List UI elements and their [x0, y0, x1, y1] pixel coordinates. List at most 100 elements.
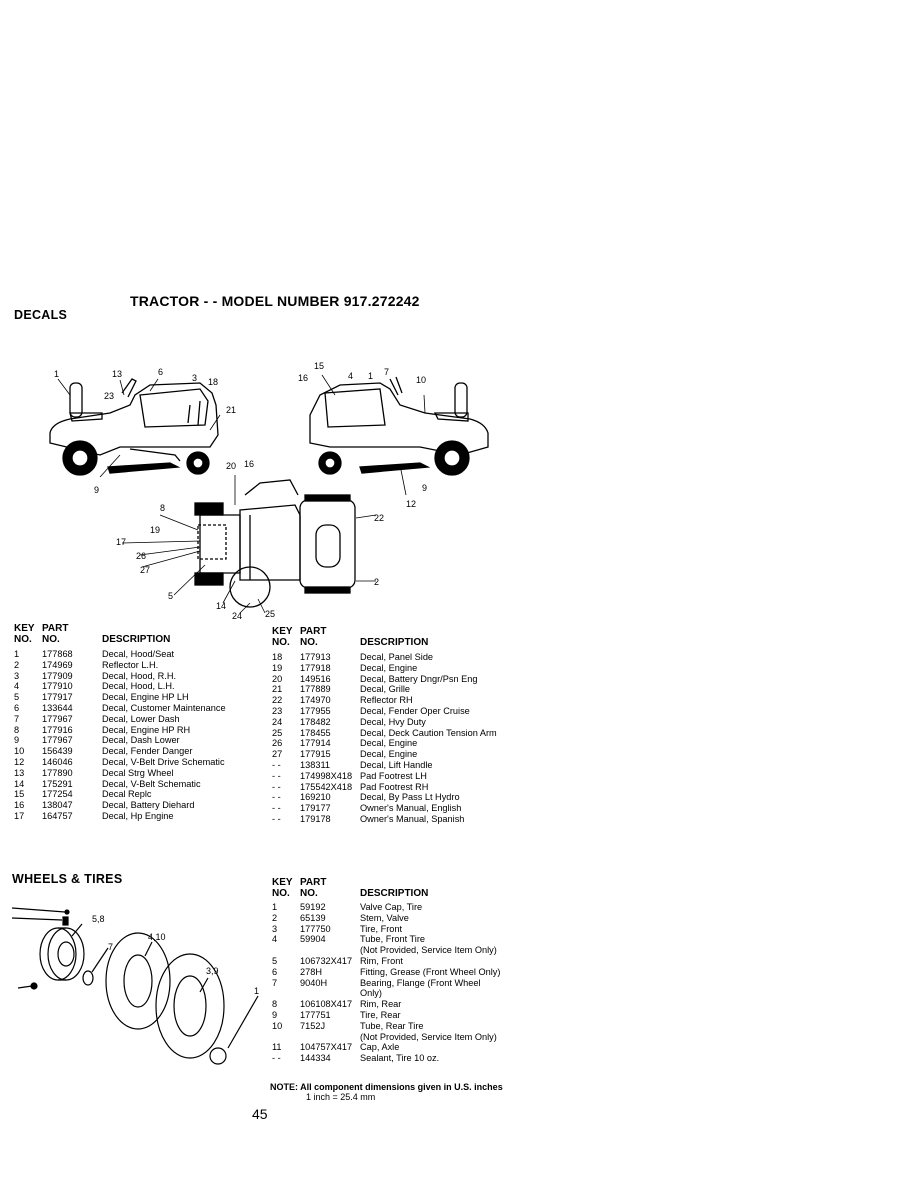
diagram-label: 3,9 — [206, 966, 219, 976]
description-cell: Decal, Battery Diehard — [102, 800, 195, 811]
key-cell: 5 — [14, 692, 20, 703]
part-number-cell: 65139 — [300, 912, 326, 923]
col-header-description: DESCRIPTION — [102, 634, 171, 645]
part-number-cell: 104757X417 — [300, 1042, 353, 1053]
description-cell: Bearing, Flange (Front Wheel — [360, 977, 481, 988]
part-number-cell: 177750 — [300, 923, 331, 934]
part-number-cell: 156439 — [42, 746, 73, 757]
col-header-no: NO. — [272, 888, 290, 899]
table-row: Only) — [272, 988, 500, 999]
decals-diagram: 1 13 6 3 18 23 21 9 15 16 4 1 7 10 9 12 … — [49, 361, 489, 621]
key-cell: 11 — [272, 1042, 282, 1053]
part-number-cell: 177917 — [42, 692, 73, 703]
wheels-diagram: 5,8 7 4,10 3,9 1 — [11, 907, 259, 1065]
key-cell — [272, 988, 300, 999]
diagram-label: 25 — [265, 609, 275, 619]
key-cell: 15 — [14, 789, 25, 800]
part-number-cell — [300, 988, 360, 999]
key-cell: 10 — [272, 1020, 283, 1031]
description-cell: Decal, Engine — [360, 662, 418, 673]
part-number-cell: 177889 — [300, 684, 331, 695]
key-cell: 1 — [14, 649, 20, 659]
page-number: 45 — [252, 1106, 268, 1122]
key-cell: - - — [272, 781, 281, 792]
key-cell: 17 — [14, 810, 25, 821]
part-number-cell: 278H — [300, 966, 322, 977]
description-cell: Decal, Engine HP RH — [102, 724, 191, 735]
col-header-no: NO. — [300, 888, 318, 899]
diagram-label: 16 — [298, 373, 308, 383]
diagram-label: 17 — [116, 537, 126, 547]
part-number-cell: 9040H — [300, 977, 328, 988]
key-cell: 8 — [272, 999, 278, 1010]
description-cell: Pad Footrest LH — [360, 770, 427, 781]
diagram-label: 10 — [416, 375, 426, 385]
col-header-description: DESCRIPTION — [360, 888, 429, 899]
table-row: (Not Provided, Service Item Only) — [272, 1032, 500, 1043]
part-number-cell: 177910 — [42, 681, 73, 692]
description-cell: Tire, Rear — [360, 1009, 401, 1020]
part-number-cell: 59904 — [300, 934, 326, 945]
description-cell: Stem, Valve — [360, 912, 409, 923]
key-cell: 23 — [272, 705, 283, 716]
description-cell: Decal, Deck Caution Tension Arm — [360, 727, 497, 738]
part-number-cell: 177751 — [300, 1009, 331, 1020]
key-cell: 12 — [14, 756, 25, 767]
description-cell: Fitting, Grease (Front Wheel Only) — [360, 966, 501, 977]
description-cell: Rim, Rear — [360, 999, 402, 1010]
description-cell: Decal, Hp Engine — [102, 810, 174, 821]
key-cell: 20 — [272, 673, 283, 684]
key-cell: 3 — [272, 923, 278, 934]
note: NOTE: All component dimensions given in … — [270, 1082, 503, 1102]
key-cell: - - — [272, 792, 281, 803]
diagram-label: 21 — [226, 405, 236, 415]
col-header-no: NO. — [300, 637, 318, 648]
diagram-label: 7 — [108, 942, 113, 952]
key-cell: 19 — [272, 662, 283, 673]
key-cell: 18 — [272, 652, 283, 662]
key-cell: 3 — [14, 670, 20, 681]
part-number-cell: 174998X418 — [300, 770, 353, 781]
diagram-label: 27 — [140, 565, 150, 575]
part-number-cell: 177955 — [300, 705, 331, 716]
diagram-label: 24 — [232, 611, 242, 621]
diagram-label: 1 — [254, 986, 259, 996]
tractor-left-view — [49, 378, 219, 476]
diagram-label: 22 — [374, 513, 384, 523]
key-cell — [272, 945, 300, 956]
part-number-cell: 133644 — [42, 702, 73, 713]
part-number-cell: 175291 — [42, 778, 73, 789]
part-number-cell: 106732X417 — [300, 955, 353, 966]
diagram-label: 5 — [168, 591, 173, 601]
description-cell: Decal, V-Belt Schematic — [102, 778, 201, 789]
section-heading-wheels: WHEELS & TIRES — [12, 872, 123, 886]
part-number-cell: 179178 — [300, 813, 331, 824]
key-cell: - - — [272, 759, 281, 770]
part-number-cell: 164757 — [42, 810, 73, 821]
diagram-label: 13 — [112, 369, 122, 379]
key-cell: 24 — [272, 716, 283, 727]
description-cell: Decal Replc — [102, 789, 152, 800]
col-header-no: NO. — [272, 637, 290, 648]
tractor-right-view — [309, 376, 489, 476]
part-number-cell: 149516 — [300, 673, 331, 684]
part-number-cell: 138311 — [300, 759, 330, 770]
